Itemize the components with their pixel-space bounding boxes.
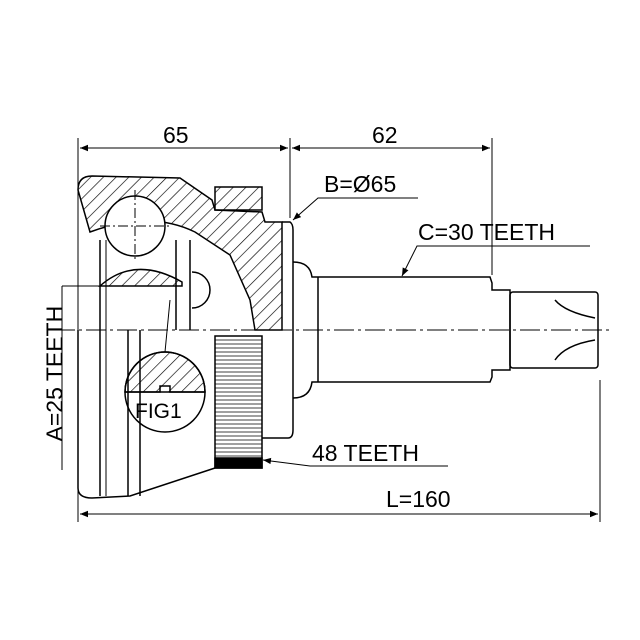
inner-race: [98, 268, 183, 287]
dim-label-62: 62: [372, 122, 398, 148]
fig1-label: FIG1: [135, 400, 182, 423]
dim-label-48: 48 TEETH: [312, 440, 419, 466]
leader-c: [401, 245, 590, 277]
leader-b: [292, 197, 418, 221]
fig1-leader: [164, 299, 171, 353]
dim-label-a: A=25 TEETH: [41, 305, 68, 442]
flange: [262, 221, 294, 439]
leader-48: [262, 457, 448, 467]
thread-mark: [554, 339, 596, 361]
dim-label-b: B=Ø65: [324, 171, 397, 197]
thread-mark: [554, 299, 596, 319]
dim-label-l: L=160: [386, 486, 451, 512]
stop-ring: [191, 271, 211, 309]
abs-ring-edge: [214, 457, 263, 469]
abs-ring: [214, 335, 263, 469]
dim-label-c: C=30 TEETH: [418, 219, 555, 245]
abs-ring-teeth: [215, 339, 262, 457]
dim-label-65: 65: [163, 122, 189, 148]
housing-tab: [214, 186, 263, 211]
fig1-key: [125, 385, 205, 393]
housing-lower: [77, 330, 216, 499]
